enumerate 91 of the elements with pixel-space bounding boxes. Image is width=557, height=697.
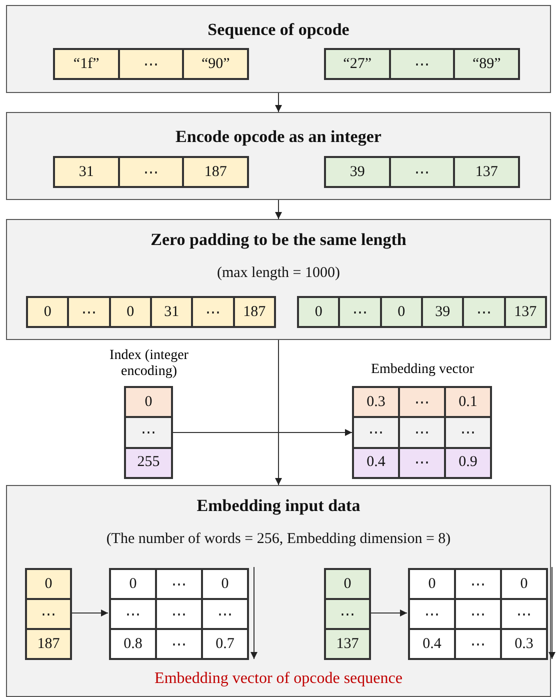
table-cell: “90”: [183, 49, 248, 79]
table-cell: 0: [380, 297, 422, 327]
table-cell: ⋯: [125, 417, 172, 448]
data-table: [324, 568, 371, 660]
table-cell: 137: [504, 297, 546, 327]
table-cell: ⋯: [399, 387, 445, 418]
table-cell: ⋯: [409, 599, 455, 629]
table-cell: ⋯: [501, 599, 547, 629]
data-table: [26, 296, 276, 328]
step-panel: [6, 219, 551, 340]
table-caption: Index (integer encoding): [108, 348, 190, 380]
data-table: [408, 568, 548, 660]
data-table: [25, 568, 72, 660]
table-cell: 0.1: [445, 387, 491, 418]
table-caption: Embedding vector: [370, 362, 476, 378]
table-cell: “89”: [454, 49, 519, 79]
table-cell: 187: [26, 629, 71, 659]
result-caption: Embedding vector of opcode sequence: [154, 670, 402, 687]
data-table: [53, 48, 249, 80]
step-panel: [6, 5, 551, 93]
table-cell: ⋯: [325, 599, 370, 629]
panel-title: Encode opcode as an integer: [176, 127, 382, 146]
panel-subtitle: (The number of words = 256, Embedding dimension = 8): [106, 531, 451, 547]
data-table: [324, 156, 520, 188]
table-cell: 31: [150, 297, 192, 327]
panel-subtitle: (max length = 1000): [216, 265, 340, 281]
table-cell: 0: [125, 387, 172, 418]
arrow: [172, 429, 352, 436]
table-cell: 0: [298, 297, 340, 327]
table-cell: ⋯: [339, 297, 381, 327]
table-cell: 0: [26, 569, 71, 599]
table-cell: ⋯: [202, 599, 248, 629]
table-cell: ⋯: [156, 569, 202, 599]
table-cell: 39: [422, 297, 464, 327]
table-cell: ⋯: [353, 417, 399, 448]
table-cell: 0: [409, 569, 455, 599]
data-table: [324, 48, 520, 80]
table-cell: 0.8: [110, 629, 156, 659]
table-cell: ⋯: [390, 49, 454, 79]
table-cell: 0: [501, 569, 547, 599]
table-cell: ⋯: [390, 157, 454, 187]
table-cell: ⋯: [399, 448, 445, 478]
panel-title: Embedding input data: [196, 496, 360, 515]
table-cell: 187: [183, 157, 248, 187]
table-cell: ⋯: [455, 599, 501, 629]
table-cell: 0: [27, 297, 68, 327]
table-cell: 0.4: [409, 629, 455, 659]
step-panel: [6, 112, 551, 200]
table-cell: 137: [454, 157, 519, 187]
step-panel: [6, 485, 551, 697]
table-cell: ⋯: [118, 157, 184, 187]
table-cell: “27”: [325, 49, 390, 79]
table-cell: ⋯: [68, 297, 110, 327]
table-cell: 0.9: [445, 448, 491, 478]
table-cell: ⋯: [455, 629, 501, 659]
table-cell: 0.3: [353, 387, 399, 418]
table-cell: ⋯: [118, 49, 184, 79]
arrow: [370, 610, 408, 616]
table-cell: ⋯: [156, 599, 202, 629]
data-table: [297, 296, 547, 328]
arrow: [275, 92, 282, 112]
table-cell: 0: [325, 569, 370, 599]
data-table: [352, 386, 492, 479]
table-cell: ⋯: [156, 629, 202, 659]
panel-title: Zero padding to be the same length: [150, 230, 406, 249]
table-cell: ⋯: [455, 569, 501, 599]
table-cell: 0: [110, 297, 151, 327]
table-cell: ⋯: [399, 417, 445, 448]
table-cell: 187: [234, 297, 275, 327]
arrow: [275, 200, 282, 220]
table-cell: ⋯: [463, 297, 505, 327]
panel-title: Sequence of opcode: [208, 20, 350, 39]
table-cell: 0.7: [202, 629, 248, 659]
table-cell: 255: [125, 448, 172, 478]
table-cell: 0.4: [353, 448, 399, 478]
arrow: [70, 610, 108, 616]
data-table: [124, 386, 173, 479]
data-table: [53, 156, 249, 188]
table-cell: 31: [54, 157, 119, 187]
table-cell: 39: [325, 157, 390, 187]
data-table: [109, 568, 249, 660]
table-cell: 0: [202, 569, 248, 599]
arrow: [275, 340, 282, 486]
table-cell: 0: [110, 569, 156, 599]
table-cell: ⋯: [192, 297, 234, 327]
table-cell: ⋯: [445, 417, 491, 448]
table-cell: ⋯: [26, 599, 71, 629]
table-cell: 137: [325, 629, 370, 659]
table-cell: ⋯: [110, 599, 156, 629]
table-cell: 0.3: [501, 629, 547, 659]
table-cell: “1f”: [54, 49, 119, 79]
